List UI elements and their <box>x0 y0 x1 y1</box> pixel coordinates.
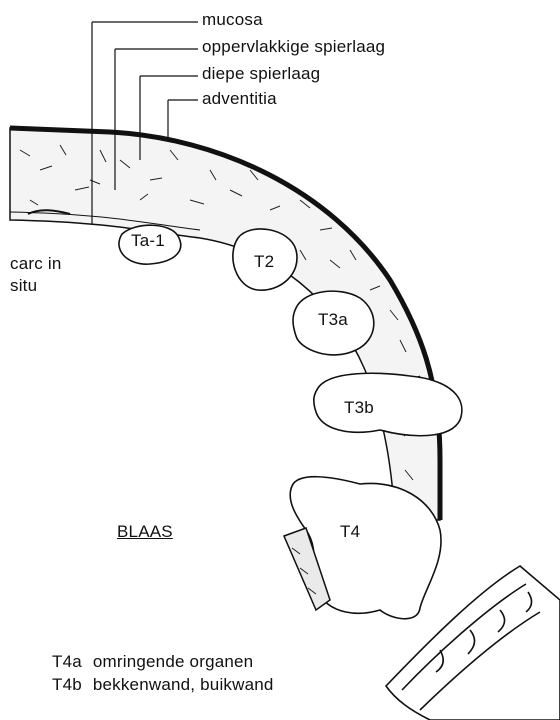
label-t3b: T3b <box>344 398 374 418</box>
legend-t4a-code: T4a <box>52 652 82 671</box>
label-t3a: T3a <box>318 310 348 330</box>
label-mucosa: mucosa <box>202 10 263 30</box>
label-carc-in-situ-1: carc in <box>10 254 61 274</box>
label-t2: T2 <box>254 252 274 272</box>
label-ta1: Ta-1 <box>131 231 165 251</box>
legend-t4b-text: bekkenwand, buikwand <box>93 675 274 694</box>
legend-t4a: T4a omringende organen <box>52 652 253 672</box>
bladder-wall <box>10 128 440 520</box>
legend-t4b-code: T4b <box>52 675 82 694</box>
label-blaas: BLAAS <box>117 522 173 542</box>
label-diepe-spierlaag: diepe spierlaag <box>202 64 320 84</box>
legend-t4b: T4b bekkenwand, buikwand <box>52 675 274 695</box>
label-t4: T4 <box>340 522 360 542</box>
label-adventitia: adventitia <box>202 89 277 109</box>
label-oppervlakkige-spierlaag: oppervlakkige spierlaag <box>202 37 385 57</box>
legend-t4a-text: omringende organen <box>93 652 254 671</box>
tumor-t3b <box>314 373 462 435</box>
label-carc-in-situ-2: situ <box>10 276 37 296</box>
